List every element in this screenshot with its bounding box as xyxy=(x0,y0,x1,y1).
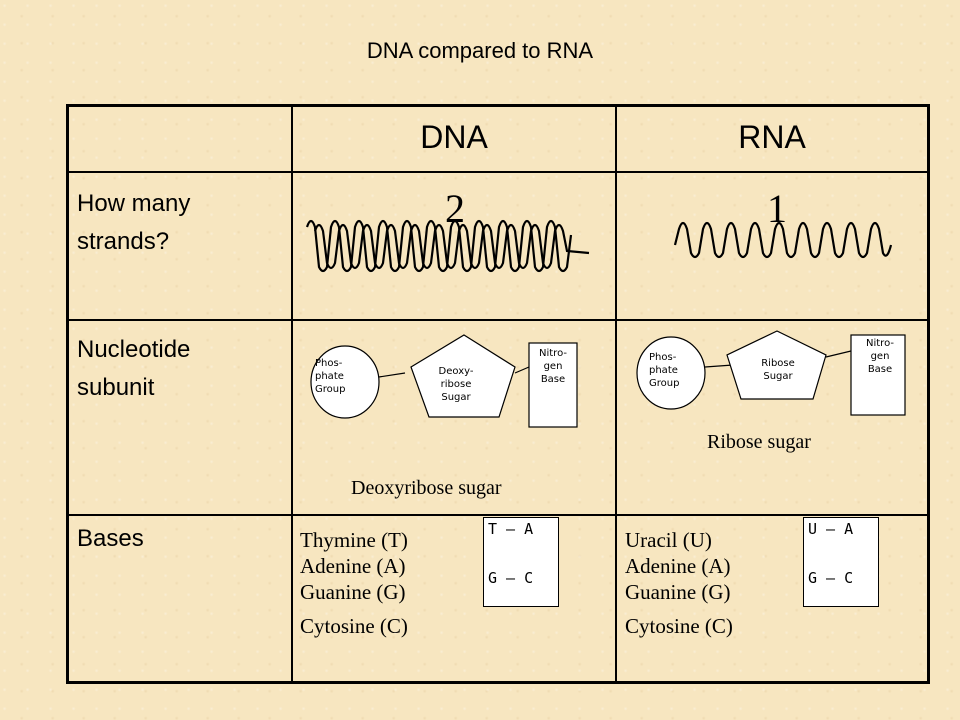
rna-phosphate-label: Phos- phate Group xyxy=(649,352,680,389)
rna-strand-count: 1 xyxy=(767,186,787,231)
rna-base-item: Uracil (U) xyxy=(625,528,712,552)
dna-base-item: Thymine (T) xyxy=(300,528,408,552)
dna-base-label: Nitro- gen Base xyxy=(539,348,567,385)
dna-pair-item: T – A xyxy=(488,520,534,538)
page-title: DNA compared to RNA xyxy=(366,38,594,63)
nucleotide-label-line2: subunit xyxy=(77,374,155,401)
dna-phosphate-label: Phos- phate Group xyxy=(315,358,346,395)
rna-base-pairs-box: U – A G – C xyxy=(803,517,879,607)
dna-base-pairs-box: T – A G – C xyxy=(483,517,559,607)
nucleotide-row-label: Nucleotide subunit xyxy=(77,331,190,407)
rna-base-item: Guanine (G) xyxy=(625,580,731,604)
strands-row-label: How many strands? xyxy=(77,185,190,261)
dna-sugar-caption: Deoxyribose sugar xyxy=(351,477,502,499)
double-helix-strands-icon xyxy=(305,219,590,273)
dna-pair-item: G – C xyxy=(488,569,534,587)
strands-label-line1: How many xyxy=(77,190,191,217)
dna-base-item: Cytosine (C) xyxy=(300,614,408,638)
row-divider xyxy=(69,319,927,321)
rna-base-item: Adenine (A) xyxy=(625,554,731,578)
rna-column-header: RNA xyxy=(738,119,806,155)
rna-sugar-caption: Ribose sugar xyxy=(707,431,811,453)
dna-bases-list: Thymine (T) Adenine (A) Guanine (G) Cyto… xyxy=(300,527,408,639)
rna-sugar-label: Ribose Sugar xyxy=(761,358,795,382)
rna-base-label: Nitro- gen Base xyxy=(866,338,894,375)
rna-pair-item: U – A xyxy=(808,520,854,538)
rna-bases-list: Uracil (U) Adenine (A) Guanine (G) Cytos… xyxy=(625,527,733,639)
dna-column-header: DNA xyxy=(420,119,488,155)
bases-row-label: Bases xyxy=(77,525,144,552)
dna-base-item: Guanine (G) xyxy=(300,580,406,604)
nucleotide-label-line1: Nucleotide xyxy=(77,336,191,363)
rna-base-item: Cytosine (C) xyxy=(625,614,733,638)
row-divider xyxy=(69,514,927,516)
row-divider xyxy=(69,171,927,173)
single-strand-icon xyxy=(673,221,893,259)
column-divider xyxy=(291,107,293,681)
dna-nucleotide-diagram xyxy=(310,334,578,428)
column-divider xyxy=(615,107,617,681)
rna-pair-item: G – C xyxy=(808,569,854,587)
dna-sugar-label: Deoxy- ribose Sugar xyxy=(438,366,474,403)
rna-nucleotide-diagram xyxy=(636,330,906,416)
dna-strand-count: 2 xyxy=(445,186,465,231)
comparison-table: DNA RNA How many strands? 2 1 Nucleotide… xyxy=(66,104,930,684)
dna-base-item: Adenine (A) xyxy=(300,554,406,578)
strands-label-line2: strands? xyxy=(77,228,170,255)
